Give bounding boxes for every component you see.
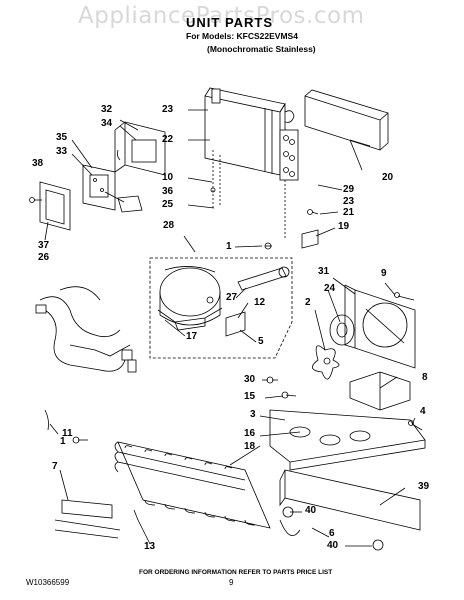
callout-26: 26 <box>38 252 50 263</box>
callout-13: 13 <box>144 541 156 552</box>
callout-10: 10 <box>162 172 174 183</box>
callout-17: 17 <box>186 331 198 342</box>
callout-1-upper: 1 <box>226 241 232 252</box>
callout-37: 37 <box>38 240 50 251</box>
doc-number: W10366599 <box>26 578 70 587</box>
ordering-note: FOR ORDERING INFORMATION REFER TO PARTS … <box>139 569 333 576</box>
callout-27: 27 <box>226 292 238 303</box>
callout-40-upper: 40 <box>305 505 317 516</box>
callout-11: 11 <box>62 428 73 439</box>
callout-39: 39 <box>418 481 430 492</box>
callout-29: 29 <box>343 184 355 195</box>
callout-5: 5 <box>258 336 264 347</box>
callout-33: 33 <box>56 146 68 157</box>
callout-23-right: 23 <box>343 196 355 207</box>
callout-1-lower: 1 <box>60 436 66 447</box>
callout-4: 4 <box>420 406 426 417</box>
callout-40-lower: 40 <box>327 540 339 551</box>
callout-34: 34 <box>101 118 113 129</box>
models-line: For Models: KFCS22EVMS4 <box>186 31 298 41</box>
callout-19: 19 <box>338 221 350 232</box>
callout-22: 22 <box>162 134 174 145</box>
callout-23-upper: 23 <box>162 104 174 115</box>
callout-24: 24 <box>324 283 336 294</box>
callout-30: 30 <box>244 374 256 385</box>
callout-9: 9 <box>381 268 387 279</box>
page-title: UNIT PARTS <box>186 15 274 30</box>
callout-32: 32 <box>101 104 113 115</box>
callout-8: 8 <box>422 372 428 383</box>
watermark: AppliancePartsPros.com <box>78 3 365 29</box>
variant-line: (Monochromatic Stainless) <box>207 44 316 54</box>
callout-2: 2 <box>305 297 311 308</box>
callout-3: 3 <box>250 409 256 420</box>
callout-35: 35 <box>56 132 68 143</box>
page-number: 9 <box>229 578 234 587</box>
callout-31: 31 <box>318 266 330 277</box>
callout-21: 21 <box>343 207 355 218</box>
callout-36: 36 <box>162 186 174 197</box>
callout-28: 28 <box>163 220 175 231</box>
callout-18: 18 <box>244 441 256 452</box>
callout-16: 16 <box>244 428 256 439</box>
callout-6: 6 <box>329 528 335 539</box>
callout-25: 25 <box>162 199 174 210</box>
callout-38: 38 <box>32 158 44 169</box>
callout-7: 7 <box>52 461 58 472</box>
callout-20: 20 <box>382 172 394 183</box>
callout-12: 12 <box>254 297 266 308</box>
callout-15: 15 <box>244 391 256 402</box>
